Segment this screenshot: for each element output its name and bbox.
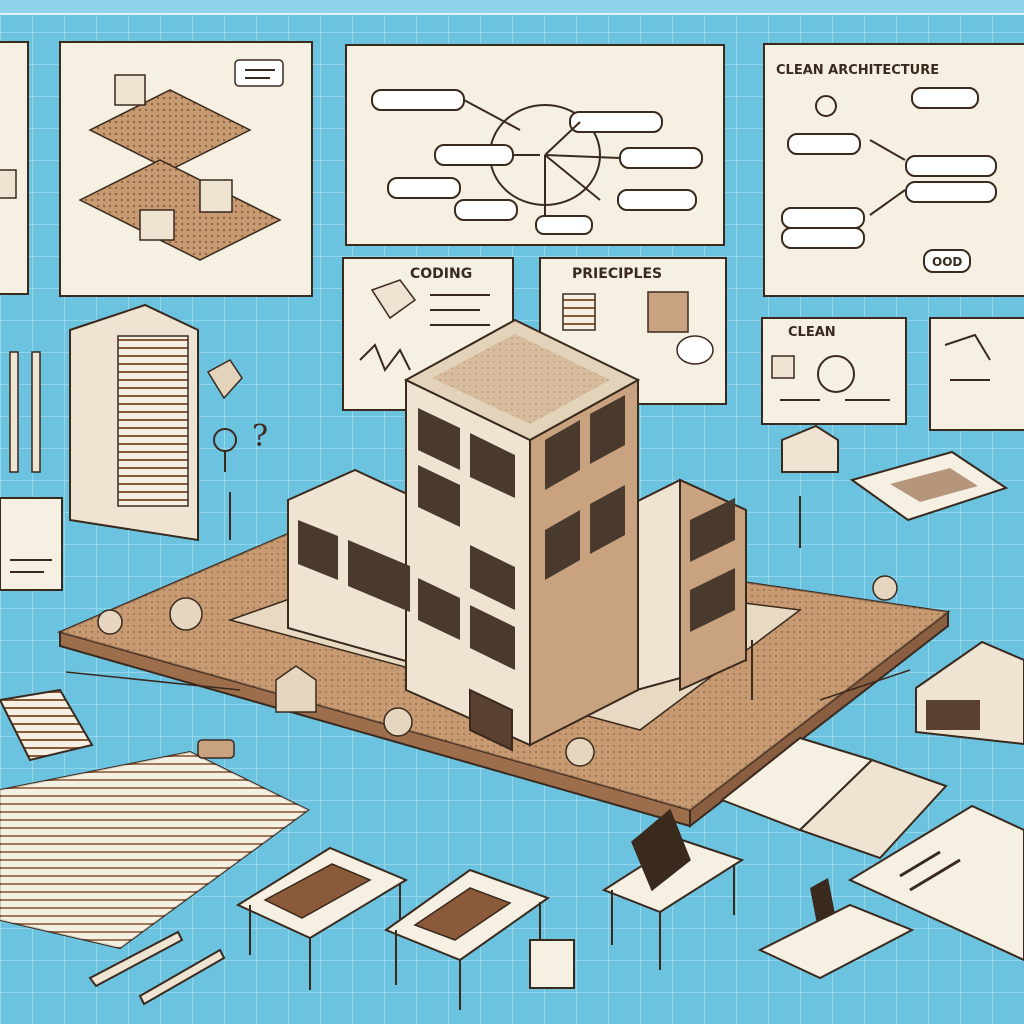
left-edge-board bbox=[0, 41, 29, 295]
flow-diagram-board bbox=[345, 44, 725, 246]
blueprint-sheet bbox=[847, 804, 1024, 962]
tablet-chart bbox=[849, 450, 1009, 522]
arrow-left bbox=[65, 671, 241, 691]
principles-board-title: PRIECIPLES bbox=[572, 266, 662, 282]
tower-windows bbox=[418, 408, 515, 670]
clipboard-icon bbox=[0, 739, 310, 950]
clean-architecture-board: CLEAN ARCHITECTURE OOD bbox=[763, 43, 1024, 297]
small-cube bbox=[781, 424, 839, 473]
central-building bbox=[287, 318, 747, 752]
left-wing-windows bbox=[298, 520, 410, 612]
trees bbox=[97, 575, 898, 767]
gear-icon-2 bbox=[817, 355, 855, 393]
clean-architecture-title: CLEAN ARCHITECTURE bbox=[776, 63, 939, 78]
easel-chart bbox=[0, 497, 63, 591]
pens bbox=[88, 930, 226, 1006]
box-crate bbox=[915, 640, 1024, 746]
side-windows bbox=[545, 395, 735, 632]
open-book-icon bbox=[720, 736, 948, 860]
desk-laptop bbox=[601, 808, 915, 980]
desk-left bbox=[235, 846, 409, 990]
keyboard-icon-2 bbox=[413, 887, 512, 941]
laptop-icon bbox=[631, 808, 691, 892]
clean-board: CLEAN bbox=[761, 317, 907, 425]
coding-board-title: CODING bbox=[410, 266, 472, 282]
desk-middle bbox=[383, 868, 575, 1010]
recycle-arrows-icon bbox=[206, 359, 243, 400]
arrow-right bbox=[819, 669, 911, 701]
report-papers bbox=[0, 688, 94, 762]
lamp-icon bbox=[229, 492, 801, 700]
right-small-board bbox=[929, 317, 1024, 431]
city-map-board bbox=[59, 41, 313, 297]
magnifier-icon bbox=[213, 428, 237, 472]
top-ruler bbox=[0, 0, 1024, 15]
document-binder bbox=[69, 303, 199, 542]
gear-icon bbox=[815, 95, 837, 117]
keyboard-icon bbox=[263, 863, 372, 919]
clean-board-title: CLEAN bbox=[788, 325, 836, 340]
ood-badge: OOD bbox=[932, 255, 962, 269]
question-mark-icon: ? bbox=[252, 419, 268, 454]
entrance bbox=[469, 688, 513, 752]
pencil-icon bbox=[9, 351, 41, 473]
